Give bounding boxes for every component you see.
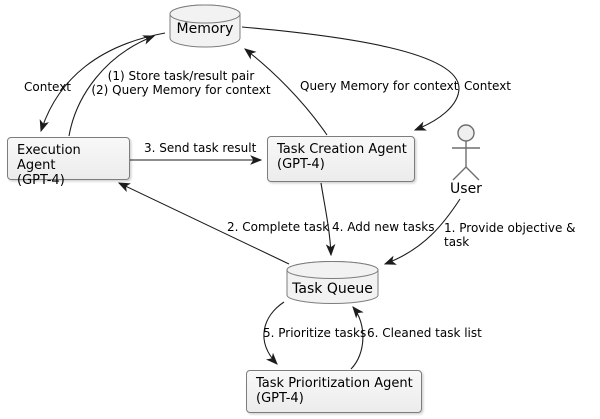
task-prioritization-agent-title: Task Prioritization Agent: [256, 376, 413, 391]
task-creation-agent-subtitle: (GPT-4): [277, 157, 325, 172]
execution-agent-node: Execution Agent (GPT-4): [7, 137, 130, 188]
user-label: User: [450, 181, 482, 197]
edge-queue-to-prioritization: [263, 301, 285, 365]
edge-user-to-queue: [383, 198, 461, 265]
edge-label-provide-objective-task: 1. Provide objective & task: [444, 221, 576, 249]
user-legs: [452, 166, 480, 181]
edge-label-cleaned-task-list: 6. Cleaned task list: [367, 326, 482, 340]
edge-label-store-query-memory: (1) Store task/result pair (2) Query Mem…: [91, 69, 271, 97]
edge-label-context-left: Context: [24, 80, 72, 94]
edge-label-complete-task: 2. Complete task: [227, 220, 330, 234]
task-queue-label: Task Queue: [292, 281, 373, 297]
memory-cylinder-icon: [169, 4, 241, 48]
execution-agent-subtitle: (GPT-4): [17, 173, 65, 188]
task-creation-agent-title: Task Creation Agent: [277, 142, 407, 157]
user-actor-icon: [452, 124, 480, 181]
edge-label-query-memory: Query Memory for context: [300, 79, 459, 93]
edge-label-context-right: Context: [464, 79, 512, 93]
edge-prioritization-to-queue: [350, 306, 364, 370]
edge-label-prioritize-tasks: 5. Prioritize tasks: [263, 326, 367, 340]
user-head: [457, 124, 475, 142]
task-prioritization-agent-node: Task Prioritization Agent (GPT-4): [246, 370, 422, 413]
execution-agent-title: Execution Agent: [17, 143, 81, 173]
edge-label-send-task-result: 3. Send task result: [144, 141, 257, 155]
edge-queue-to-execution: [117, 182, 290, 265]
edge-memory-context-to-creation: [241, 26, 460, 131]
task-queue-cylinder-icon: [286, 261, 379, 304]
edge-label-add-new-tasks: 4. Add new tasks: [332, 220, 435, 234]
edge-execution-store-query-to-memory: [68, 35, 156, 137]
memory-label: Memory: [176, 21, 234, 37]
task-creation-agent-node: Task Creation Agent (GPT-4): [267, 136, 415, 182]
edge-creation-query-to-memory: [244, 48, 328, 136]
task-prioritization-agent-subtitle: (GPT-4): [256, 391, 304, 406]
edge-creation-to-queue: [320, 182, 336, 257]
